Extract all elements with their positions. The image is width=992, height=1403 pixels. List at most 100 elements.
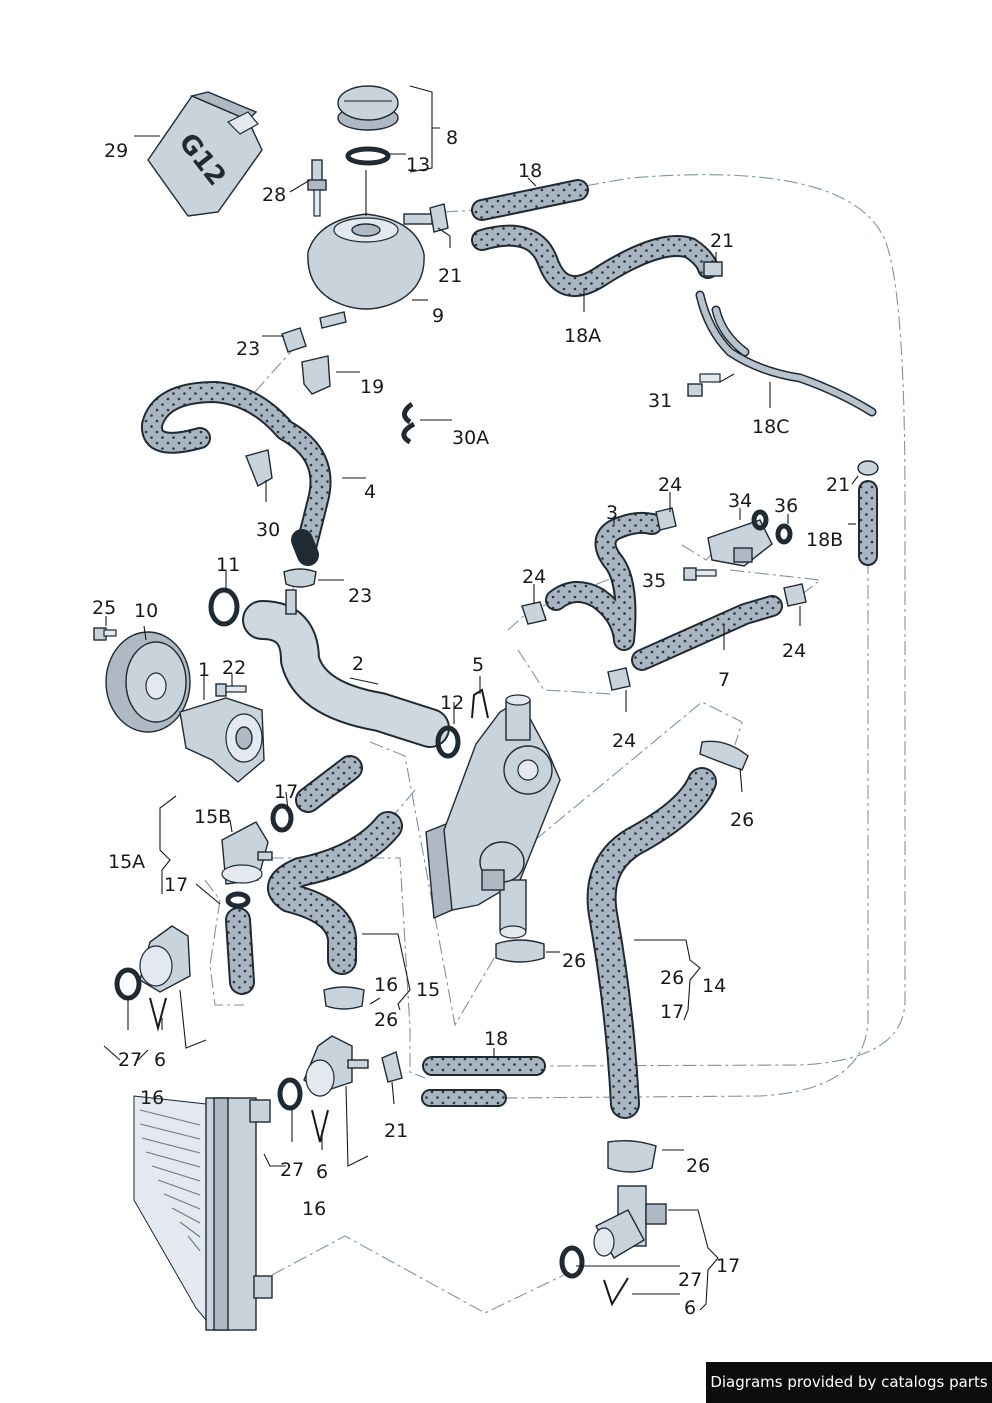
- callout-26-lower-right: 26: [686, 1155, 710, 1177]
- callout-6-mid: 6: [316, 1161, 328, 1183]
- hose-15: [267, 811, 403, 975]
- clamp-23-lower: [283, 568, 317, 588]
- callout-16-mid: 16: [374, 974, 398, 996]
- callout-5: 5: [472, 654, 484, 676]
- callout-26-hose15: 26: [374, 1009, 398, 1031]
- hose-4: [141, 381, 332, 566]
- callout-24-a: 24: [522, 566, 546, 588]
- hose-17-short: [295, 755, 363, 813]
- hose-3: [545, 511, 663, 651]
- clamp-24-d: [607, 667, 631, 691]
- callout-18-lower: 18: [484, 1028, 508, 1050]
- callout-3: 3: [606, 502, 618, 524]
- pipe-2: [242, 589, 450, 748]
- clip-30A: [401, 401, 416, 445]
- hose-18-lower: [421, 1056, 546, 1107]
- callout-11: 11: [216, 554, 240, 576]
- callout-17-left: 17: [164, 874, 188, 896]
- clamp-26-center: [495, 939, 545, 963]
- callout-17-hose14: 17: [660, 1001, 684, 1023]
- clip-30: [245, 449, 273, 488]
- callout-27-left: 27: [118, 1049, 142, 1071]
- callout-28: 28: [262, 184, 286, 206]
- callout-18A: 18A: [564, 325, 601, 347]
- water-pump-1: [179, 697, 265, 783]
- o-ring-27-mid: [277, 1077, 303, 1111]
- callout-24-b: 24: [658, 474, 682, 496]
- clamp-26-lower-right: [607, 1139, 657, 1173]
- clamp-24-b: [655, 507, 677, 531]
- clip-6-left: [149, 997, 167, 1032]
- elbow-15B: [221, 821, 273, 885]
- callout-35: 35: [642, 570, 666, 592]
- clip-5: [471, 688, 489, 719]
- callout-26-top-right: 26: [730, 809, 754, 831]
- callout-6-left: 6: [154, 1049, 166, 1071]
- elbow-15A: [139, 925, 191, 993]
- callout-29: 29: [104, 140, 128, 162]
- seal-36-b: [775, 523, 793, 545]
- bolt-22: [215, 683, 247, 697]
- clamp-21-tank: [429, 203, 449, 233]
- callout-21-18B: 21: [826, 474, 850, 496]
- callout-34: 34: [728, 490, 752, 512]
- callout-30: 30: [256, 519, 280, 541]
- hose-18A: [471, 224, 719, 297]
- t-piece-17: [593, 1185, 667, 1259]
- o-ring-27-left: [114, 967, 142, 1001]
- callout-13: 13: [406, 154, 430, 176]
- callout-31: 31: [648, 390, 672, 412]
- valve-block-34: [707, 519, 773, 567]
- callout-15A: 15A: [108, 851, 145, 873]
- seal-ring-13: [345, 146, 391, 166]
- callout-8: 8: [446, 127, 458, 149]
- hose-7: [631, 595, 783, 671]
- callout-21-18A: 21: [710, 230, 734, 252]
- callout-leaders: [103, 85, 859, 1311]
- callout-36: 36: [774, 495, 798, 517]
- coolant-canister-29: G12: [147, 91, 263, 217]
- clamp-26-hose15: [323, 986, 365, 1010]
- callout-18-top: 18: [518, 160, 542, 182]
- o-ring-12: [435, 725, 461, 759]
- callout-23-upper: 23: [236, 338, 260, 360]
- callout-18B: 18B: [806, 529, 843, 551]
- clamp-24-a: [521, 601, 547, 625]
- assembly-leader-lines: [204, 174, 906, 1314]
- sensor-28: [307, 159, 327, 217]
- hose-17-left: [225, 907, 255, 995]
- callout-9: 9: [432, 305, 444, 327]
- elbow-16: [303, 1035, 369, 1097]
- callout-1: 1: [198, 659, 210, 681]
- callout-30A: 30A: [452, 427, 489, 449]
- bracket-19: [301, 355, 331, 395]
- callout-18C: 18C: [752, 416, 789, 438]
- bolt-25: [93, 627, 117, 641]
- callout-2: 2: [352, 653, 364, 675]
- callout-26-hose14: 26: [660, 967, 684, 989]
- callout-21-tank: 21: [438, 265, 462, 287]
- o-ring-11: [208, 587, 240, 627]
- callout-17-right: 17: [716, 1255, 740, 1277]
- o-ring-17-mid: [225, 891, 251, 909]
- callout-4: 4: [364, 481, 376, 503]
- callout-14: 14: [702, 975, 726, 997]
- callout-7: 7: [718, 669, 730, 691]
- callout-27-mid: 27: [280, 1159, 304, 1181]
- callout-25: 25: [92, 597, 116, 619]
- bolt-31: [687, 373, 721, 397]
- callout-22: 22: [222, 657, 246, 679]
- pulley-10: [105, 631, 191, 733]
- callout-16-radiator: 16: [140, 1087, 164, 1109]
- callout-12: 12: [440, 692, 464, 714]
- clamp-26-top-right: [699, 740, 749, 771]
- o-ring-17-upper: [270, 803, 294, 833]
- clamp-21-lower: [381, 1051, 403, 1083]
- hose-18C: [695, 290, 877, 417]
- callout-19: 19: [360, 376, 384, 398]
- callout-26-center: 26: [562, 950, 586, 972]
- radiator: [133, 1095, 273, 1331]
- o-ring-27-right: [559, 1245, 585, 1279]
- credit-banner: Diagrams provided by catalogs parts: [706, 1362, 992, 1403]
